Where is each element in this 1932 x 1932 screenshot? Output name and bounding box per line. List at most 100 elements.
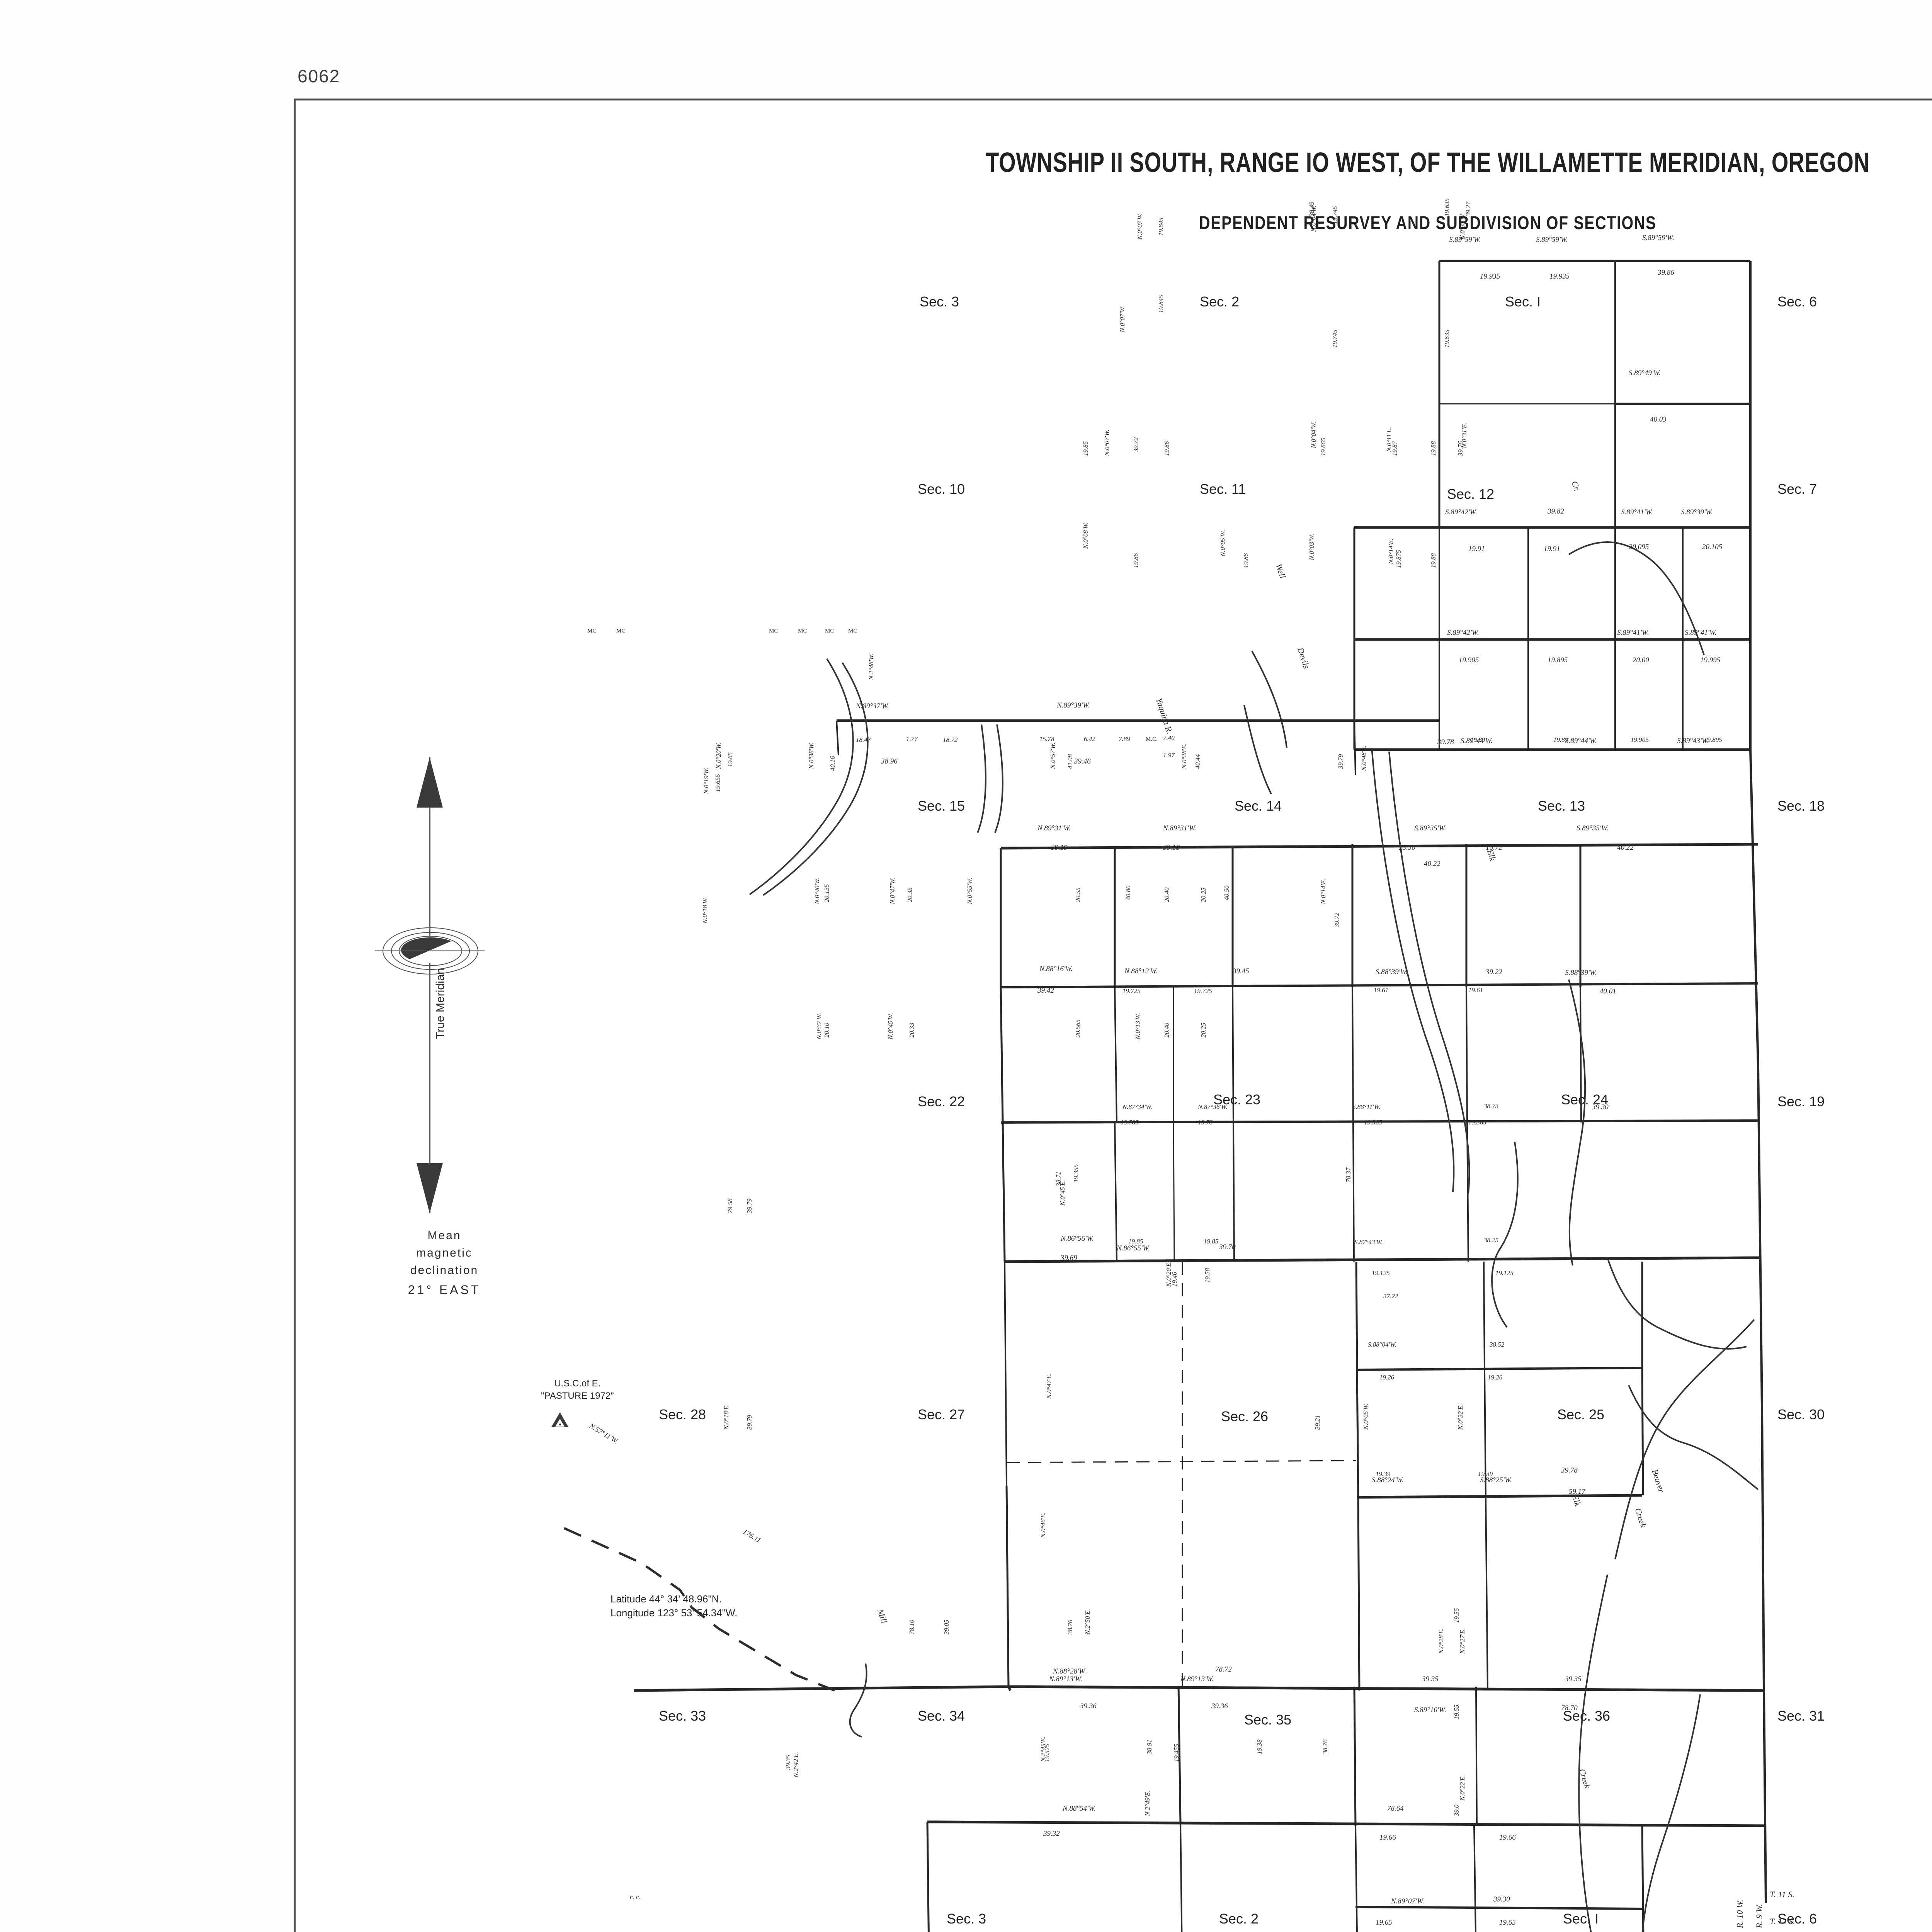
dist-1966b: 19.66 (1499, 1833, 1516, 1842)
sec35-east-line-2 (1642, 1908, 1645, 1932)
section-label-16: Sec. 33 (659, 1708, 706, 1724)
sec35-lot-v1b (1356, 1906, 1358, 1932)
sec23-lot-v1 (1114, 987, 1117, 1123)
township-south-boundary-upper (1008, 1685, 1764, 1692)
section-corner-mark: c. c. (630, 1893, 641, 1901)
dist-3852: 38.52 (1490, 1341, 1505, 1348)
rot-bearing25-5: N.0°05'W. (1362, 1403, 1369, 1430)
dist-v23-7: 20.35 (906, 887, 913, 902)
sec25-lot-v1 (1483, 1261, 1485, 1370)
dist-1985b: 19.85 (1204, 1238, 1219, 1245)
dist-lot-1989b: 19.89 (1553, 736, 1568, 743)
rot-bearing25-11: N.2°50'E. (1084, 1609, 1091, 1634)
dist-3978b: 39.78 (1561, 1466, 1578, 1475)
water-label-well: Well (1274, 562, 1288, 580)
tributary-1 (977, 724, 986, 833)
dist-v25-19: 19.55 (1453, 1704, 1460, 1719)
yaquina-river-bank2 (762, 662, 869, 896)
rot-bearing25-1: N.0°45'E. (1059, 1180, 1066, 1206)
sec25-east-quarter (1485, 1497, 1488, 1691)
dist-sec12-3: 39.86 (1658, 269, 1674, 277)
rot-bearing-0: N.0°07'W. (1136, 213, 1143, 240)
sec23-mid-v2 (1173, 1122, 1175, 1262)
section-label-8: Sec. 14 (1235, 798, 1282, 814)
magnetic-declination-value: 21° EAST (408, 1283, 481, 1297)
dist-v25-7: 39.79 (746, 1198, 753, 1213)
dist-vert-15: 19.86 (1132, 553, 1139, 568)
sec22-east-line-3 (1002, 1122, 1006, 1262)
sec35-east-line (1641, 1825, 1644, 1909)
sec35-lot-v2b (1475, 1906, 1476, 1932)
bearing-lot-row2b: S.89°44'W. (1565, 737, 1597, 745)
bearing-s24-m1: S.88°39'W. (1376, 968, 1408, 976)
compass-horizontal-axis (375, 950, 485, 951)
south-arrowhead-icon (417, 1163, 443, 1213)
dist-v25-9: 78.10 (908, 1619, 915, 1634)
section-label-7: Sec. 15 (918, 798, 965, 814)
sec23-lot-v2b (1233, 1122, 1235, 1262)
bearing-sec12-s2: S.89°39'W. (1681, 508, 1713, 516)
dist-1978: 19.78 (1198, 1119, 1213, 1126)
rot-bearing25-7: N.0°27'E. (1459, 1628, 1466, 1654)
dist-3936b: 39.36 (1211, 1702, 1228, 1710)
dist-19125a: 19.125 (1372, 1269, 1390, 1277)
dist-v23-11: 20.25 (1200, 887, 1207, 902)
dist-197: 1.97 (1163, 752, 1175, 759)
dist-1965a: 19.65 (1376, 1918, 1392, 1927)
north-arrowhead-icon (417, 757, 443, 808)
triangulation-station-dot (559, 1423, 561, 1425)
section-label-6: Sec. 7 (1777, 481, 1817, 497)
dist-v23-2: 40.16 (829, 756, 836, 771)
sec26-west-line (1004, 1261, 1007, 1486)
rot-bearing23-9: N.0°55'W. (966, 878, 973, 904)
dist-19725b: 19.725 (1194, 987, 1212, 995)
bearing-s26-s: N.88°28'W. (1053, 1667, 1086, 1675)
compass-ring-outer (383, 927, 478, 975)
dist-vert-13: 19.88 (1430, 441, 1437, 456)
rot-bearing23-1: N.0°19'W. (702, 767, 710, 794)
bearing-lot-row1-w: S.89°42'W. (1447, 629, 1479, 637)
sec14-west-tick (836, 720, 839, 756)
rot-bearing-1: N.0°07'W. (1119, 306, 1126, 332)
bearing-lot-row2c: S.89°43'W. (1677, 737, 1709, 745)
dist-v25-8: 39.79 (746, 1415, 753, 1430)
sheet-number: 6062 (298, 66, 340, 86)
bearing-s23-m1: N.88°16'W. (1039, 965, 1073, 973)
magnetic-declination-caption: Mean magnetic declination (355, 1227, 533, 1279)
dist-789: 7.89 (1119, 735, 1130, 743)
dist-3970: 39.70 (1219, 1243, 1236, 1251)
section-label-1: Sec. 2 (1200, 294, 1240, 310)
dist-v23-8: 20.55 (1074, 887, 1082, 902)
dist-1966a: 19.66 (1379, 1833, 1396, 1842)
section-label-14: Sec. 27 (918, 1406, 965, 1422)
section-label-9: Sec. 13 (1538, 798, 1585, 814)
section-label-0: Sec. 3 (920, 294, 959, 310)
dist-v23-18: 39.72 (1333, 912, 1340, 927)
sec25-west-line (1355, 1261, 1358, 1370)
interior-section-12: Sec. 12 (1447, 486, 1495, 502)
rot-bearing-3: N.0°08'W. (1082, 522, 1089, 549)
dist-v23-0: 19.65 (726, 752, 734, 767)
dist-vert-18: 19.88 (1430, 553, 1437, 568)
corner-mark-0: MC (587, 628, 597, 634)
plat-title: TOWNSHIP II SOUTH, RANGE IO WEST, OF THE… (985, 147, 1870, 178)
dist-1939b: 19.39 (1478, 1470, 1493, 1478)
dist-lot-20105: 20.105 (1702, 543, 1723, 551)
dist-1985a: 19.85 (1128, 1238, 1143, 1245)
dist-177: 1.77 (906, 735, 918, 743)
rot-bearing23-5: N.0°28'E. (1180, 743, 1188, 769)
section-label-5: Sec. 11 (1200, 481, 1246, 497)
meridian-compass: True Meridian Mean magnetic declination … (371, 757, 518, 1318)
dist-vert-6: 19.745 (1331, 330, 1338, 348)
sec25-west-line-2 (1356, 1369, 1359, 1498)
dist-v23-4: 40.44 (1194, 754, 1201, 769)
dist-v23-14: 20.33 (908, 1022, 915, 1037)
township-label-above: T. 11 S. (1770, 1889, 1794, 1899)
sec35-lot-v2 (1473, 1825, 1476, 1907)
water-label-yaquina-r-: Yaquina R. (1154, 697, 1175, 735)
bearing-sec12-mid: S.89°49'W. (1629, 369, 1661, 377)
station-bearing-label: N.57°11'W. (587, 1422, 620, 1446)
dist-v25-0: 19.355 (1072, 1164, 1080, 1182)
sec35-lot-v1 (1355, 1825, 1357, 1907)
dist-3922: 39.22 (1486, 968, 1502, 976)
